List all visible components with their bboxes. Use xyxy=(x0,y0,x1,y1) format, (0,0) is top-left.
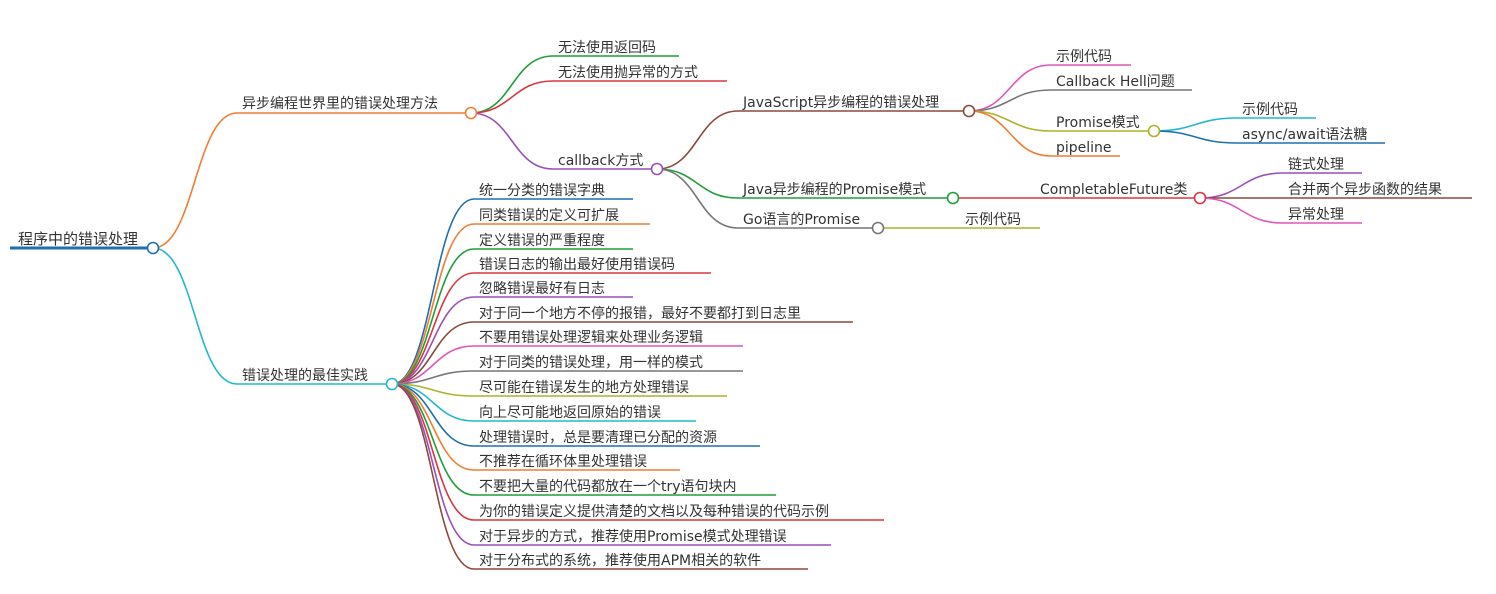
js-label: JavaScript异步编程的错误处理 xyxy=(742,95,939,111)
edge-best-item-2 xyxy=(391,248,475,385)
edge-cf-exception xyxy=(1199,197,1284,224)
java-label: Java异步编程的Promise模式 xyxy=(742,182,926,198)
pipeline-label: pipeline xyxy=(1056,140,1112,156)
edge-promise-asyncawait xyxy=(1153,130,1238,144)
no-throw-label: 无法使用抛异常的方式 xyxy=(558,64,698,81)
edge-best-item-3 xyxy=(391,272,475,385)
promise-label: Promise模式 xyxy=(1056,115,1140,131)
best-practice-item-0: 统一分类的错误字典 xyxy=(479,183,605,199)
best-practice-item-6: 不要用错误处理逻辑来处理业务逻辑 xyxy=(479,330,703,346)
edge-cf-chain xyxy=(1199,172,1284,199)
edge-promise-example xyxy=(1153,117,1238,132)
promise-example-label: 示例代码 xyxy=(1242,102,1298,118)
java-collapse-toggle[interactable] xyxy=(946,191,960,205)
best-practice-item-1: 同类错误的定义可扩展 xyxy=(479,208,619,224)
async-branch-label: 异步编程世界里的错误处理方法 xyxy=(242,96,438,112)
async-await-label: async/await语法糖 xyxy=(1242,127,1367,143)
edge-callback-js xyxy=(656,110,739,170)
edge-async-callback xyxy=(470,112,554,170)
go-collapse-toggle[interactable] xyxy=(871,221,885,235)
cf-collapse-toggle[interactable] xyxy=(1193,191,1207,205)
best-practice-item-10: 处理错误时，总是要清理已分配的资源 xyxy=(479,430,717,446)
edge-best-item-11 xyxy=(391,383,475,471)
edge-js-pipeline xyxy=(968,110,1052,157)
edge-best-item-5 xyxy=(391,321,475,385)
edge-best-item-14 xyxy=(391,383,475,546)
edge-js-callbackhell xyxy=(968,89,1052,112)
promise-collapse-toggle[interactable] xyxy=(1147,124,1161,138)
callback-label: callback方式 xyxy=(558,153,643,169)
edge-best-item-4 xyxy=(391,296,475,385)
edge-best-item-0 xyxy=(391,198,475,385)
best-collapse-toggle[interactable] xyxy=(385,377,399,391)
no-return-code-label: 无法使用返回码 xyxy=(558,39,656,56)
edge-best-item-15 xyxy=(391,383,475,570)
edge-root-best xyxy=(152,247,238,385)
callback-hell-label: Callback Hell问题 xyxy=(1056,74,1175,90)
best-practice-item-8: 尽可能在错误发生的地方处理错误 xyxy=(479,380,689,396)
edge-async-nothrow xyxy=(470,80,554,114)
js-example-label: 示例代码 xyxy=(1056,49,1112,65)
edge-root-async xyxy=(152,112,238,249)
edge-async-noreturn xyxy=(470,55,554,114)
edge-best-item-10 xyxy=(391,383,475,447)
completablefuture-label: CompletableFuture类 xyxy=(1040,182,1187,198)
best-practice-item-12: 不要把大量的代码都放在一个try语句块内 xyxy=(479,479,737,495)
best-practice-item-4: 忽略错误最好有日志 xyxy=(479,281,605,297)
best-practice-item-7: 对于同类的错误处理，用一样的模式 xyxy=(479,355,703,371)
edge-js-promise xyxy=(968,110,1052,132)
edge-js-example xyxy=(968,64,1052,112)
best-practice-item-15: 对于分布式的系统，推荐使用APM相关的软件 xyxy=(479,552,761,569)
best-practice-item-5: 对于同一个地方不停的报错，最好不要都打到日志里 xyxy=(479,305,801,322)
root-collapse-toggle[interactable] xyxy=(146,241,160,255)
edge-best-item-13 xyxy=(391,383,475,521)
js-collapse-toggle[interactable] xyxy=(962,104,976,118)
exception-label: 异常处理 xyxy=(1288,207,1344,223)
edge-callback-java xyxy=(656,168,739,199)
edge-callback-go xyxy=(656,168,739,229)
merge-label: 合并两个异步函数的结果 xyxy=(1288,182,1442,198)
async-collapse-toggle[interactable] xyxy=(464,106,478,120)
best-practice-item-11: 不推荐在循环体里处理错误 xyxy=(479,454,647,470)
best-practice-item-9: 向上尽可能地返回原始的错误 xyxy=(479,405,661,421)
go-label: Go语言的Promise xyxy=(743,212,860,228)
best-practice-item-3: 错误日志的输出最好使用错误码 xyxy=(479,256,675,273)
best-practice-item-13: 为你的错误定义提供清楚的文档以及每种错误的代码示例 xyxy=(479,504,829,520)
root-label: 程序中的错误处理 xyxy=(18,230,138,248)
best-practices-label: 错误处理的最佳实践 xyxy=(242,368,368,384)
best-practice-item-14: 对于异步的方式，推荐使用Promise模式处理错误 xyxy=(479,528,787,545)
callback-collapse-toggle[interactable] xyxy=(650,162,664,176)
edge-best-item-1 xyxy=(391,223,475,385)
best-practice-item-2: 定义错误的严重程度 xyxy=(479,233,605,249)
chain-label: 链式处理 xyxy=(1288,157,1344,173)
go-example-label: 示例代码 xyxy=(965,212,1021,228)
edge-best-item-6 xyxy=(391,345,475,385)
